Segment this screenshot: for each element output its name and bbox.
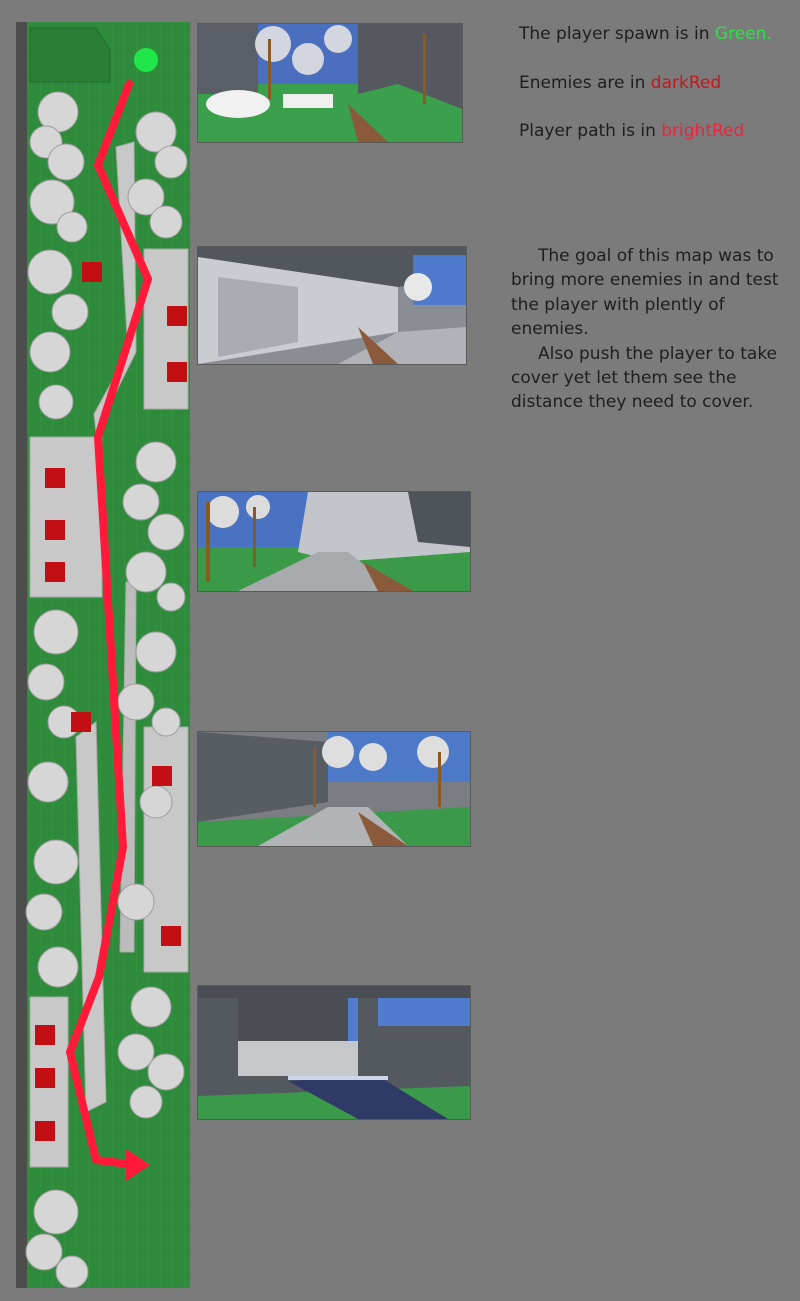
enemy-marker bbox=[161, 926, 181, 946]
tree-clusters bbox=[25, 91, 188, 1289]
boundary-wall bbox=[16, 22, 27, 1288]
player-spawn-marker bbox=[134, 48, 158, 72]
enemy-marker bbox=[152, 766, 172, 786]
legend-path-text: Player path is in bbox=[519, 121, 662, 141]
legend-enemies-text: Enemies are in bbox=[519, 73, 651, 93]
map-description: The goal of this map was to bring more e… bbox=[511, 244, 781, 415]
legend-path: Player path is in brightRed bbox=[519, 121, 744, 141]
enemy-marker bbox=[167, 306, 187, 326]
legend-enemies: Enemies are in darkRed bbox=[519, 73, 721, 93]
legend-spawn-text: The player spawn is in bbox=[519, 24, 715, 44]
level-map bbox=[16, 22, 190, 1289]
enemy-marker bbox=[45, 562, 65, 582]
player-path bbox=[66, 80, 152, 1169]
enemy-marker bbox=[45, 520, 65, 540]
enemy-marker bbox=[82, 262, 102, 282]
screenshot-1 bbox=[197, 23, 463, 143]
enemy-marker bbox=[71, 712, 91, 732]
legend-path-color: brightRed bbox=[661, 121, 745, 141]
map-canvas bbox=[16, 22, 190, 1289]
enemy-marker bbox=[167, 362, 187, 382]
screenshot-5 bbox=[197, 985, 471, 1120]
enemy-marker bbox=[35, 1121, 55, 1141]
description-paragraph-2: Also push the player to take cover yet l… bbox=[511, 343, 778, 413]
path-arrowhead bbox=[126, 1149, 150, 1181]
screenshot-3 bbox=[197, 491, 471, 592]
legend-spawn-color: Green. bbox=[714, 24, 772, 44]
description-paragraph-1: The goal of this map was to bring more e… bbox=[511, 246, 779, 340]
screenshot-4 bbox=[197, 731, 471, 847]
enemy-marker bbox=[35, 1068, 55, 1088]
enemy-marker bbox=[35, 1025, 55, 1045]
legend-enemies-color: darkRed bbox=[650, 73, 722, 93]
legend-spawn: The player spawn is in Green. bbox=[519, 24, 772, 44]
enemy-marker bbox=[45, 468, 65, 488]
enemy-markers bbox=[35, 262, 187, 1141]
screenshot-2 bbox=[197, 246, 467, 365]
hill-block bbox=[29, 27, 111, 83]
